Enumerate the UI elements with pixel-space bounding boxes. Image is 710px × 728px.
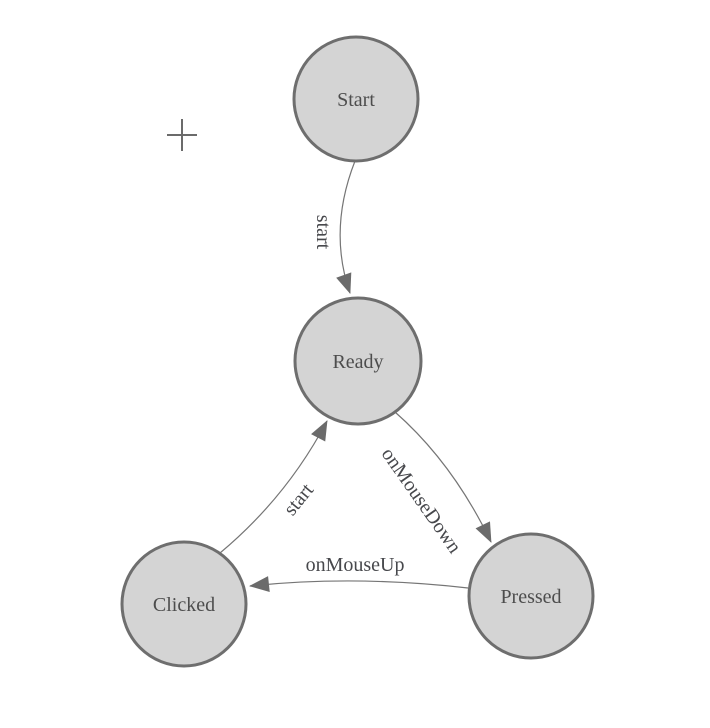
edge-label: start xyxy=(312,215,334,250)
state-label: Ready xyxy=(332,351,383,373)
state-label: Clicked xyxy=(153,594,215,616)
edge-label: onMouseUp xyxy=(306,554,405,576)
edge-label: onMouseDown xyxy=(377,444,466,558)
edge-clicked-to-ready[interactable]: start xyxy=(219,420,328,554)
state-node-clicked[interactable]: Clicked xyxy=(120,540,248,668)
state-circle[interactable] xyxy=(120,540,248,668)
state-circle[interactable] xyxy=(292,35,420,163)
state-circle[interactable] xyxy=(293,296,423,426)
edge-path[interactable] xyxy=(394,411,492,543)
state-label: Pressed xyxy=(500,586,561,608)
plus-crosshair-icon xyxy=(167,119,197,151)
state-node-pressed[interactable]: Pressed xyxy=(467,532,595,660)
state-label: Start xyxy=(337,89,375,111)
state-node-ready[interactable]: Ready xyxy=(293,296,423,426)
edge-path[interactable] xyxy=(219,420,328,554)
edge-path[interactable] xyxy=(336,160,356,294)
edge-ready-to-pressed[interactable]: onMouseDown xyxy=(377,411,492,558)
state-node-start[interactable]: Start xyxy=(292,35,420,163)
edge-start-to-ready[interactable]: start xyxy=(312,160,356,294)
edge-path[interactable] xyxy=(249,576,469,592)
edge-pressed-to-clicked[interactable]: onMouseUp xyxy=(249,554,469,592)
state-circle[interactable] xyxy=(467,532,595,660)
